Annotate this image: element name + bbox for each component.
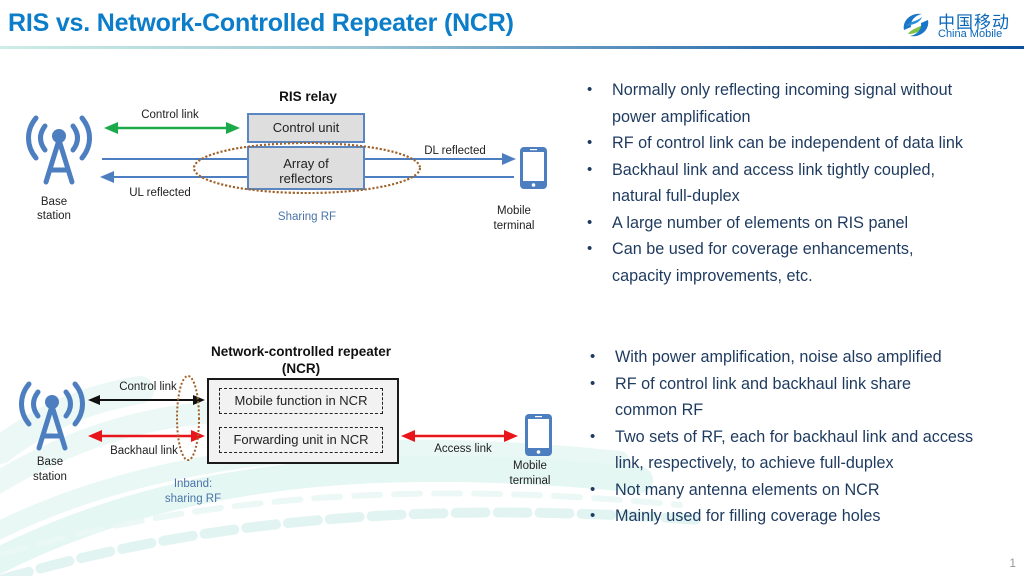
ris-relay-heading: RIS relay [279,89,337,104]
ris-ul-arrowhead [100,171,114,183]
logo-english-text: China Mobile [938,28,1003,40]
ris-sharing-rf-label: Sharing RF [277,211,337,223]
china-mobile-logo: 中国移动 China Mobile [896,6,1016,44]
ncr-forwarding-unit-label: Forwarding unit in NCR [233,432,369,447]
ncr-backhaul-arrowhead-left [88,430,102,442]
slide-title: RIS vs. Network-Controlled Repeater (NCR… [8,9,514,37]
ris-control-arrowhead-left [104,122,118,134]
ncr-bullet-item: Two sets of RF, each for backhaul link a… [588,424,1018,477]
cell-tower-icon [26,115,92,185]
ris-dl-arrowhead [502,153,516,165]
ncr-box [207,378,399,464]
ris-ul-reflected-label: UL reflected [129,187,191,199]
ncr-bullet-item: Not many antenna elements on NCR [588,477,1018,504]
header-divider [0,46,1024,49]
ncr-control-link-label: Control link [119,381,177,393]
ncr-link-arrows [88,375,518,461]
smartphone-icon [520,147,547,189]
ris-control-unit-box: Control unit [247,113,365,143]
page-number: 1 [1009,556,1016,570]
ris-bullet-list: Normally only reflecting incoming signal… [585,77,1015,289]
ncr-mobile-label-2: terminal [509,475,551,487]
ncr-mobile-function-label: Mobile function in NCR [234,393,368,408]
ris-control-arrowhead-right [226,122,240,134]
ncr-heading-line-2: (NCR) [281,361,321,376]
ris-dl-reflected-label: DL reflected [424,145,486,157]
cell-tower-icon [19,381,85,451]
ncr-bullet-list: With power amplification, noise also amp… [588,344,1018,530]
ncr-mobile-function-box: Mobile function in NCR [219,388,383,414]
ncr-bullet-item: RF of control link and backhaul link sha… [588,371,1018,424]
ncr-access-arrowhead-left [401,430,415,442]
ris-bullet-item: Backhaul link and access link tightly co… [585,157,1015,210]
ncr-mobile-label-1: Mobile [513,460,547,472]
ris-base-station-label-1: Base [40,196,68,208]
ris-bullet-item: Can be used for coverage enhancements,ca… [585,236,1015,289]
ncr-access-link-label: Access link [434,443,492,455]
ris-mobile-label-1: Mobile [497,205,531,217]
china-mobile-logo-icon [903,13,929,37]
ris-reflector-label-2: reflectors [279,171,333,186]
logo-chinese-text: 中国移动 [938,13,1010,33]
ris-base-station-label-2: station [37,210,71,222]
background-wave-decoration [0,376,705,576]
ris-bullet-item: Normally only reflecting incoming signal… [585,77,1015,130]
ris-reflector-label-1: Array of [283,156,329,171]
ncr-bullet-item: With power amplification, noise also amp… [588,344,1018,371]
ncr-control-arrowhead-left [88,395,100,405]
ris-mobile-label-2: terminal [493,220,535,232]
smartphone-icon [525,414,552,456]
ncr-inband-label-1: Inband: [173,478,213,490]
ncr-bullet-item: Mainly used for filling coverage holes [588,503,1018,530]
ncr-heading: Network-controlled repeater (NCR) [196,343,406,377]
ncr-inband-label-2: sharing RF [164,493,222,505]
ncr-base-station-label-1: Base [36,456,64,468]
ncr-inband-rf-ellipse [176,375,200,461]
ncr-base-station-label-2: station [33,471,67,483]
ris-bullet-item: RF of control link can be independent of… [585,130,1015,157]
ris-bullet-item: A large number of elements on RIS panel [585,210,1015,237]
ris-reflector-array-box: Array of reflectors [247,146,365,190]
ris-control-unit-label: Control unit [272,120,340,135]
ncr-heading-line-1: Network-controlled repeater [210,344,392,359]
ris-control-link-label: Control link [141,109,199,121]
ncr-access-arrowhead-right [504,430,518,442]
ncr-forwarding-unit-box: Forwarding unit in NCR [219,427,383,453]
ncr-control-arrowhead-right [193,395,205,405]
ncr-backhaul-link-label: Backhaul link [110,445,178,457]
